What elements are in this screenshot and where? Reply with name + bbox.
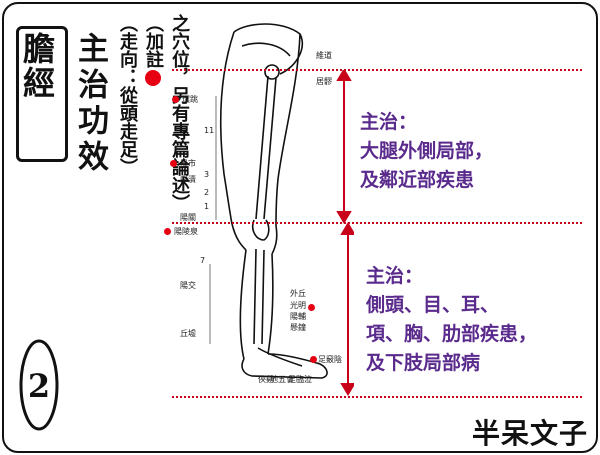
acupoint-label: 陽輔 xyxy=(290,312,306,321)
number-badge: 2 xyxy=(19,339,59,431)
acupoint-label: 中瀆 xyxy=(180,175,196,184)
region-line-mid xyxy=(172,222,582,224)
acupoint-label: 丘墟 xyxy=(180,329,196,338)
leg-diagram xyxy=(209,23,328,379)
acupoint-label: 足臨泣 xyxy=(288,375,312,384)
acupoint-label: 懸鐘 xyxy=(290,323,306,332)
indication-heading: 主治： xyxy=(366,265,424,287)
route-note: （走向：從頭走足） xyxy=(117,14,138,176)
indication-block-thigh: 主治： 大腿外側局部， 及鄰近部疾患 xyxy=(360,108,493,195)
indication-line: 項、胸、肋部疾患， xyxy=(366,323,538,345)
page-subtitle: 主治功效 xyxy=(72,32,108,176)
acupoint-label: 維道 xyxy=(316,51,332,60)
acupoint-label: 居髎 xyxy=(316,77,332,86)
scale-mark: 3 xyxy=(204,170,210,179)
acupoint-label: 風市 xyxy=(180,159,196,168)
indication-block-lower: 主治： 側頭、目、耳、 項、胸、肋部疾患， 及下肢局部病 xyxy=(366,262,537,378)
acupoint-dot xyxy=(164,228,171,235)
indication-line: 及鄰近部疾患 xyxy=(360,169,475,191)
indication-line: 大腿外側局部， xyxy=(360,140,494,162)
acupoint-label: 陽陵泉 xyxy=(174,227,198,236)
region-line-top xyxy=(172,69,582,71)
acupoint-note-start: （加註 xyxy=(143,14,164,68)
acupoint-label: 外丘 xyxy=(290,289,306,298)
acupoint-label: 足竅陰 xyxy=(318,355,342,364)
acupoint-dot xyxy=(172,96,179,103)
acupoint-label: 環跳 xyxy=(182,95,198,104)
indication-heading: 主治： xyxy=(360,111,418,133)
acupoint-label: 光明 xyxy=(290,301,306,310)
scale-mark: 2 xyxy=(204,188,210,197)
page-title: 膽經 xyxy=(18,32,56,100)
indication-line: 及下肢局部病 xyxy=(366,352,481,374)
acupoint-note-col1: （加註 xyxy=(140,14,166,88)
acupoint-dot xyxy=(170,160,177,167)
title-box xyxy=(16,26,68,162)
scale-mark: 1 xyxy=(204,202,210,211)
acupoint-label: 地五會 xyxy=(270,375,294,384)
acupoint-label: 俠谿 xyxy=(258,375,274,384)
acupoint-label: 陽關 xyxy=(180,213,196,222)
brand-logo: 半呆文子 xyxy=(472,417,589,450)
number-text: 2 xyxy=(28,367,50,405)
acupoint-label: 陽交 xyxy=(180,281,196,290)
range-arrows xyxy=(336,70,354,396)
acupoint-dot xyxy=(310,356,317,363)
indication-line: 側頭、目、耳、 xyxy=(366,294,500,316)
region-line-bottom xyxy=(172,396,582,398)
scale-mark: 11 xyxy=(204,126,215,135)
acupoint-dot xyxy=(308,304,315,311)
scale-mark: 7 xyxy=(200,256,206,265)
red-dot-icon xyxy=(145,70,161,86)
